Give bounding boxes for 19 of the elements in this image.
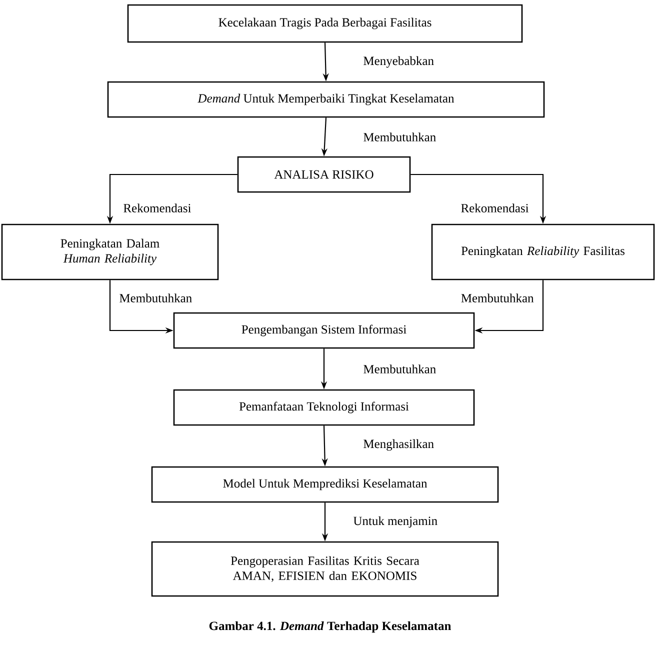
edge-label: Membutuhkan: [460, 292, 535, 304]
process-box: Pengembangan Sistem Informasi: [173, 312, 475, 349]
edge-label: Membutuhkan: [362, 132, 438, 142]
process-box: Demand Untuk Memperbaiki Tingkat Keselamatan: [107, 81, 545, 118]
edge-label: Menyebabkan: [362, 55, 435, 69]
caption: Gambar 4.1. Demand Terhadap Keselamatan: [209, 621, 451, 633]
process-box: Peningkatan Dalam Human Reliability: [1, 224, 219, 280]
edge-label: Membutuhkan: [118, 292, 194, 304]
edge-label: Menghasilkan: [362, 438, 436, 452]
process-box: Pemanfataan Teknologi Informasi: [173, 389, 475, 426]
process-box: Pengoperasian Fasilitas Kritis Secara AMAN, EFISIEN dan EKONOMIS: [151, 541, 499, 597]
process-box: ANALISA RISIKO: [237, 156, 411, 193]
edge-label: Rekomendasi: [122, 202, 192, 214]
process-box: Model Untuk Memprediksi Keselamatan: [151, 466, 499, 503]
process-box: Peningkatan Reliability Fasilitas: [431, 224, 655, 280]
edge-label: Untuk menjamin: [352, 515, 439, 529]
edge-label: Rekomendasi: [460, 202, 530, 214]
process-box: Kecelakaan Tragis Pada Berbagai Fasilitas: [127, 4, 523, 43]
edge-label: Membutuhkan: [362, 364, 438, 374]
